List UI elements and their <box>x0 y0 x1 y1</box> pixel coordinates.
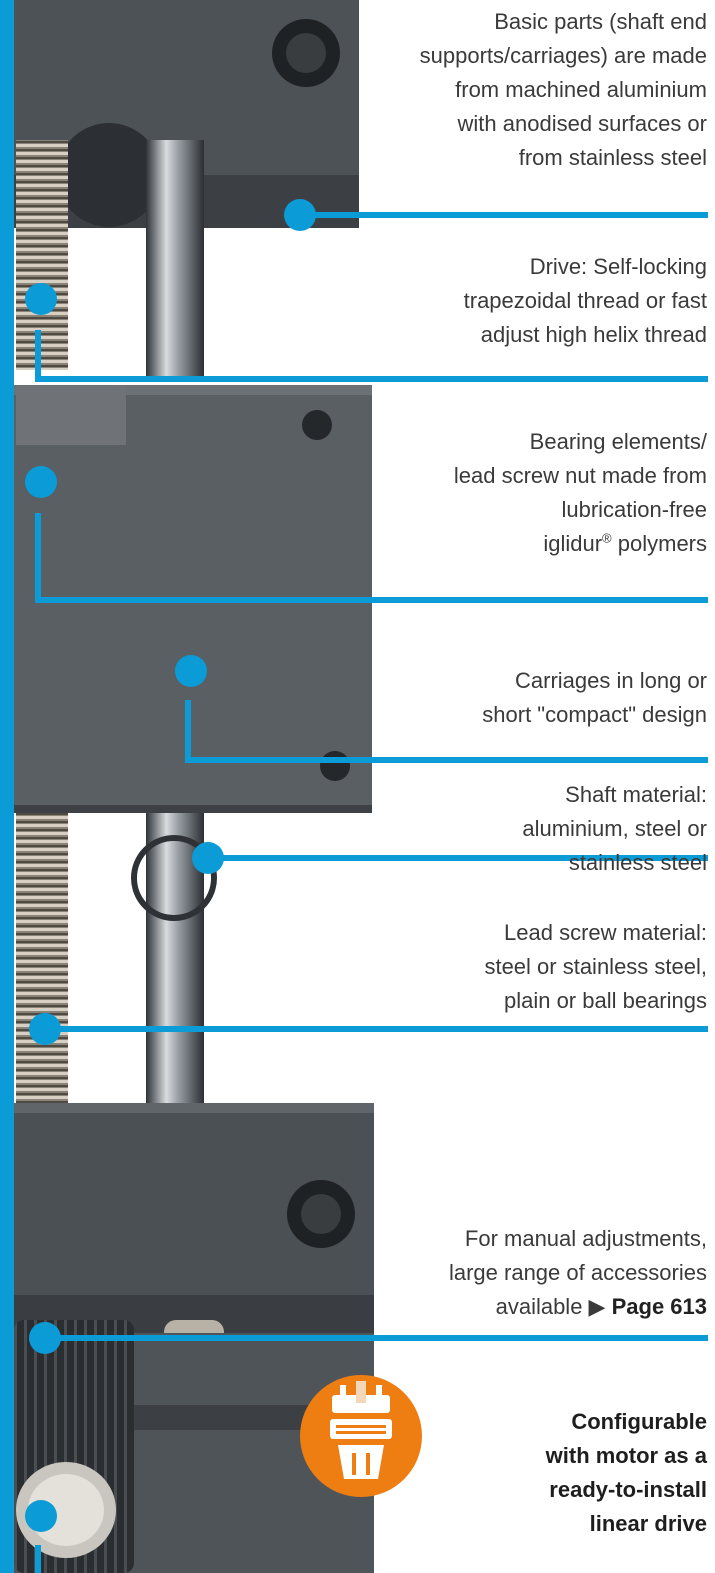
leader-dot-1 <box>284 199 316 231</box>
page-reference-link[interactable]: Page 613 <box>611 1294 707 1319</box>
leader-dot-3 <box>25 466 57 498</box>
leader-dot-5 <box>192 842 224 874</box>
leader-line-5-h <box>210 855 708 861</box>
callout-lead-screw: Lead screw material: steel or stainless … <box>484 920 707 1013</box>
leader-dot-8 <box>25 1500 57 1532</box>
leader-dot-7 <box>29 1322 61 1354</box>
callout-accessories: For manual adjustments, large range of a… <box>448 1226 707 1319</box>
callout-carriages: Carriages in long or short "compact" des… <box>482 668 707 727</box>
leader-line-8-v <box>35 1545 41 1573</box>
callout-motor: Configurable with motor as a ready-to-in… <box>545 1409 707 1536</box>
leader-line-4-h <box>185 757 708 763</box>
callout-shaft: Shaft material: aluminium, steel or stai… <box>522 782 707 875</box>
callout-drive: Drive: Self-locking trapezoidal thread o… <box>463 254 707 347</box>
leader-line-3-v <box>35 513 41 603</box>
leader-line-1-h <box>300 212 708 218</box>
guide-shaft-upper <box>146 140 204 380</box>
left-accent-strip <box>0 0 14 1573</box>
arrow-right-icon: ▶ <box>588 1294 606 1319</box>
leader-line-2-h <box>35 376 708 382</box>
leader-dot-6 <box>29 1013 61 1045</box>
leader-line-3-h <box>35 597 708 603</box>
callout-basic-parts: Basic parts (shaft end supports/carriage… <box>419 9 707 170</box>
lead-screw-upper <box>16 140 68 370</box>
leader-dot-4 <box>175 655 207 687</box>
leader-line-2-v <box>35 330 41 382</box>
leader-dot-2 <box>25 283 57 315</box>
leader-line-6-h <box>45 1026 708 1032</box>
callout-bearing: Bearing elements/ lead screw nut made fr… <box>453 429 707 556</box>
leader-line-7-h <box>45 1335 708 1341</box>
lead-screw-lower <box>16 813 68 1103</box>
motor-configurable-icon <box>300 1375 422 1497</box>
leader-line-4-v <box>185 700 191 763</box>
